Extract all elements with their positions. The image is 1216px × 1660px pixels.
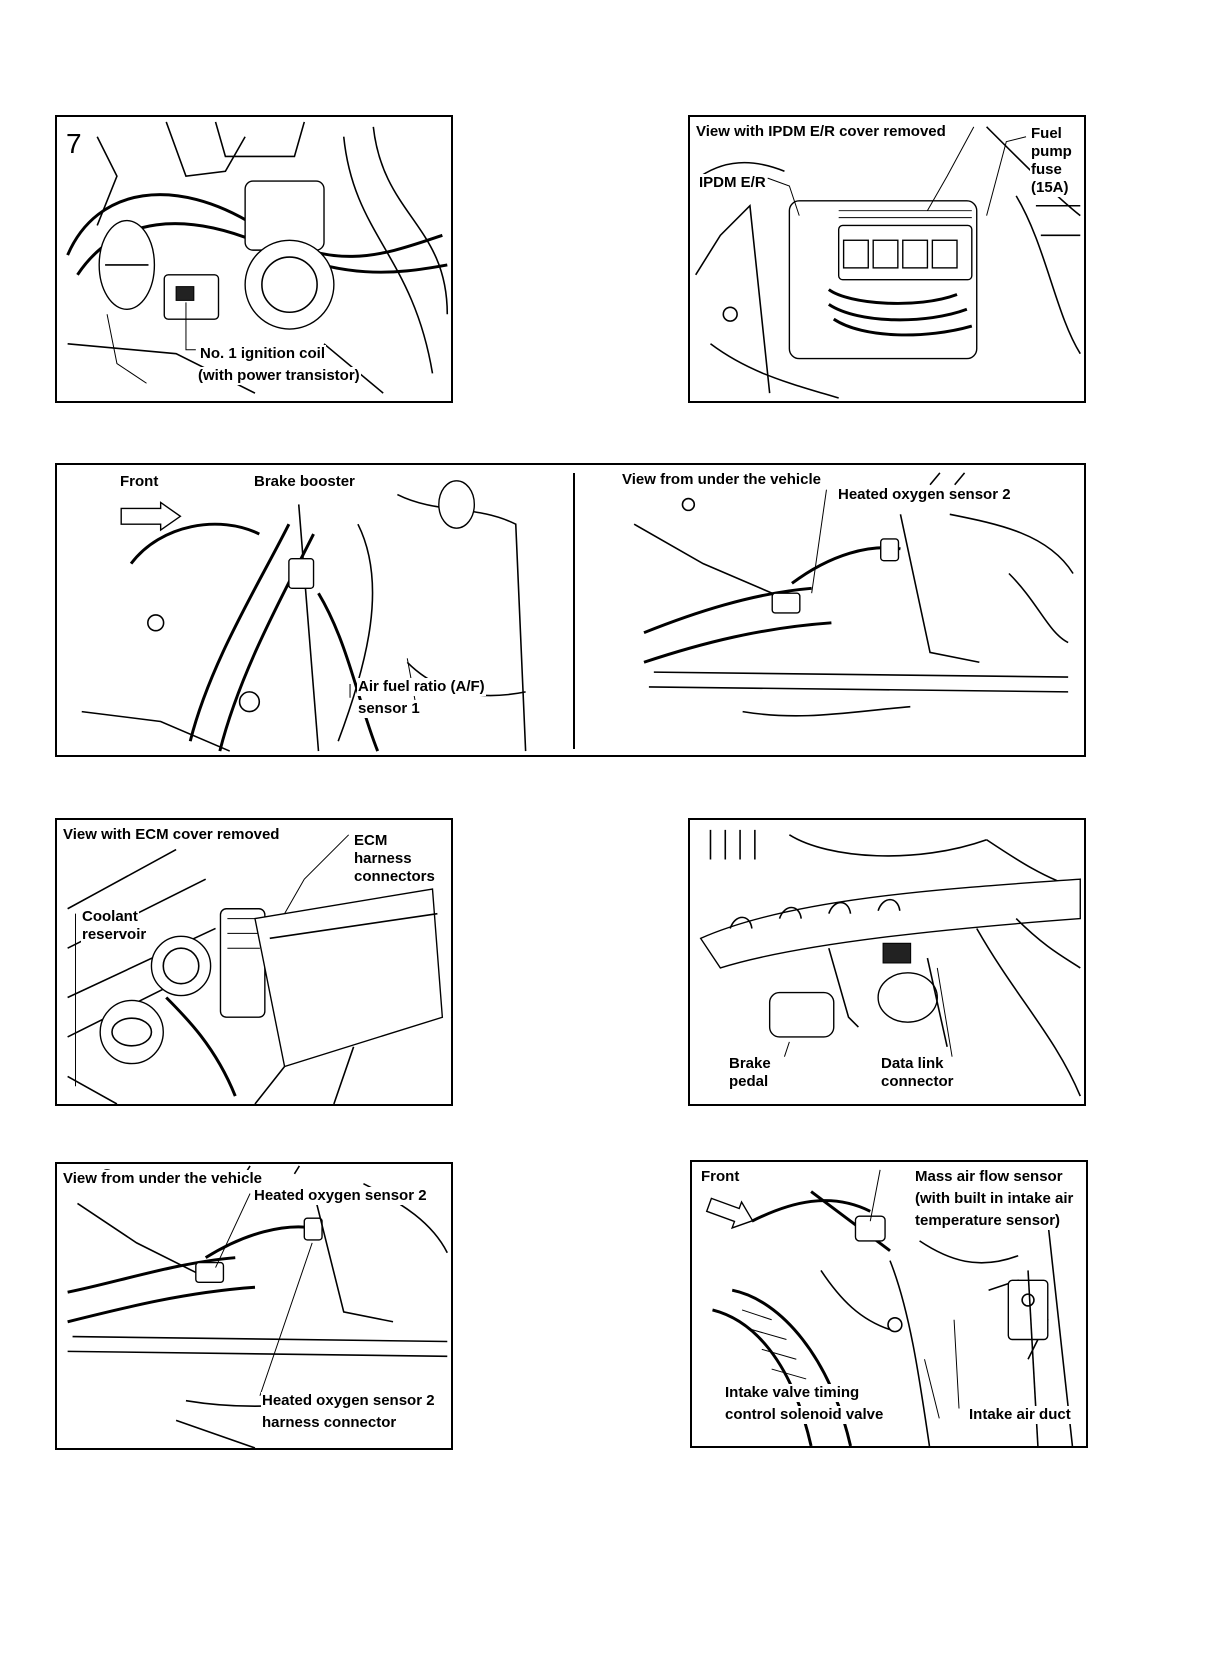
ivt-label-2: control solenoid valve <box>724 1406 885 1424</box>
maf-front-label: Front <box>700 1168 741 1186</box>
af-sensor-label: Air fuel ratio (A/F) <box>357 678 486 696</box>
ignition-coil-label: No. 1 ignition coil <box>199 345 326 363</box>
brake-booster-label: Brake booster <box>253 473 356 491</box>
ecm-label-3: connectors <box>353 868 436 886</box>
maf-label-3: temperature sensor) <box>914 1212 1062 1230</box>
ipdm-view-caption: View with IPDM E/R cover removed <box>695 123 947 141</box>
data-link-illustration <box>699 829 1082 1097</box>
fuse-label-4: (15A) <box>1030 179 1070 197</box>
fuse-label-3: fuse <box>1030 161 1063 179</box>
panel-ecm: View with ECM cover removed ECM harness … <box>55 818 453 1106</box>
ho2s-harness-label-1: Heated oxygen sensor 2 <box>261 1392 436 1410</box>
ipdm-label: IPDM E/R <box>698 174 767 192</box>
fuse-label-1: Fuel <box>1030 125 1063 143</box>
panel-maf-ivt: Front Mass air flow sensor (with built i… <box>690 1160 1088 1448</box>
brake-pedal-label-1: Brake <box>728 1055 772 1073</box>
panel-data-link: Brake pedal Data link connector <box>688 818 1086 1106</box>
ho2s-view-caption: View from under the vehicle <box>621 471 822 489</box>
maf-ivt-illustration <box>705 1169 1074 1446</box>
af-sensor-illustration <box>81 472 1074 752</box>
ivt-label-1: Intake valve timing <box>724 1384 861 1402</box>
ho2s-harness-label-2: harness connector <box>261 1414 398 1432</box>
coolant-label-1: Coolant <box>81 908 139 926</box>
ho2s-harness-view-caption: View from under the vehicle <box>62 1170 263 1188</box>
corner-mark: 7 <box>66 128 82 159</box>
panel-ho2s-harness: View from under the vehicle Heated oxyge… <box>55 1162 453 1450</box>
ecm-label-2: harness <box>353 850 413 868</box>
intake-duct-label: Intake air duct <box>968 1406 1072 1424</box>
data-link-label-1: Data link <box>880 1055 945 1073</box>
af-sensor-sublabel: sensor 1 <box>357 700 421 718</box>
panel-ignition-coil: 7 No. 1 ignition coil (with power transi… <box>55 115 453 403</box>
coolant-label-2: reservoir <box>81 926 148 944</box>
fuse-label-2: pump <box>1030 143 1073 161</box>
panel-af-sensor-ho2s: Front Brake booster Air fuel ratio (A/F)… <box>55 463 1086 757</box>
ipdm-illustration <box>695 126 1081 399</box>
ecm-illustration <box>67 834 444 1104</box>
ignition-coil-illustration <box>66 121 449 394</box>
panel-ipdm: View with IPDM E/R cover removed IPDM E/… <box>688 115 1086 403</box>
ho2s-harness-sensor-label: Heated oxygen sensor 2 <box>253 1187 428 1205</box>
ignition-coil-sublabel: (with power transistor) <box>197 367 361 385</box>
ho2s-label: Heated oxygen sensor 2 <box>837 486 1012 504</box>
brake-pedal-label-2: pedal <box>728 1073 770 1091</box>
panel-divider <box>573 473 575 749</box>
front-label: Front <box>119 473 160 491</box>
maf-label-1: Mass air flow sensor <box>914 1168 1064 1186</box>
ecm-view-caption: View with ECM cover removed <box>62 826 281 844</box>
ecm-label-1: ECM <box>353 832 389 850</box>
maf-label-2: (with built in intake air <box>914 1190 1075 1208</box>
data-link-label-2: connector <box>880 1073 955 1091</box>
